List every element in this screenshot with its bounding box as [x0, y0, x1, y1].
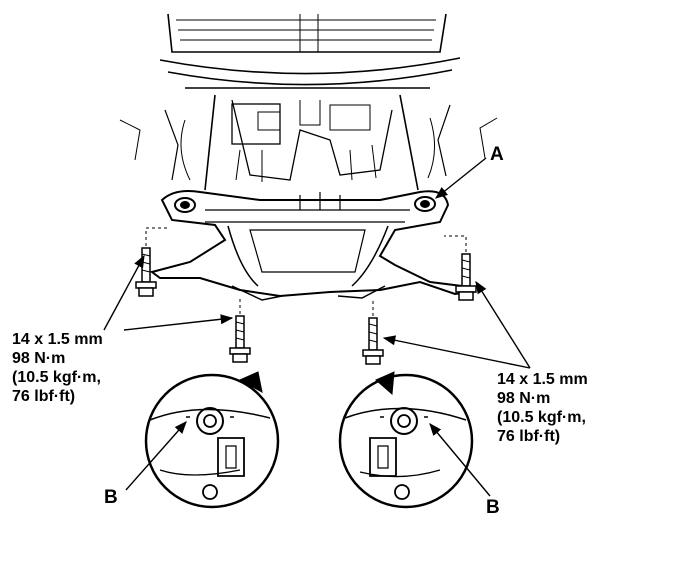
callout-b-right-label: B — [486, 497, 500, 518]
bolt-size-text: 14 x 1.5 mm — [12, 331, 103, 348]
guide-lines — [145, 227, 467, 316]
leader-a — [435, 157, 487, 199]
bolt-right-outer — [455, 253, 477, 301]
detail-view-right — [338, 371, 474, 509]
hex-flange-bolt-icon — [135, 247, 477, 365]
torque-lbfft-text: 76 lbf·ft) — [497, 428, 561, 445]
leader-spec-left-2 — [123, 314, 234, 331]
engine-area — [119, 13, 498, 191]
bolt-left-center — [229, 315, 251, 363]
bolt-size-text: 14 x 1.5 mm — [497, 371, 588, 388]
leader-b-left — [125, 421, 187, 491]
leader-spec-right-2 — [382, 335, 531, 369]
torque-kgfm-text: (10.5 kgf·m, — [12, 369, 101, 386]
torque-lbfft-text: 76 lbf·ft) — [12, 388, 76, 405]
leader-spec-left-1 — [103, 254, 145, 331]
torque-nm-text: 98 N·m — [497, 390, 551, 407]
torque-spec-left: 14 x 1.5 mm 98 N·m (10.5 kgf·m, 76 lbf·f… — [12, 331, 103, 408]
callout-b-left-label: B — [104, 487, 118, 508]
arrow-icon — [103, 157, 531, 497]
torque-nm-text: 98 N·m — [12, 350, 66, 367]
leader-spec-right-1 — [475, 280, 531, 369]
torque-kgfm-text: (10.5 kgf·m, — [497, 409, 586, 426]
detail-view-left — [144, 371, 280, 509]
callout-a-label: A — [490, 144, 504, 165]
front-subframe — [149, 190, 476, 301]
leader-b-right — [429, 423, 491, 497]
bolt-right-center — [362, 317, 384, 365]
torque-spec-right: 14 x 1.5 mm 98 N·m (10.5 kgf·m, 76 lbf·f… — [497, 371, 588, 448]
